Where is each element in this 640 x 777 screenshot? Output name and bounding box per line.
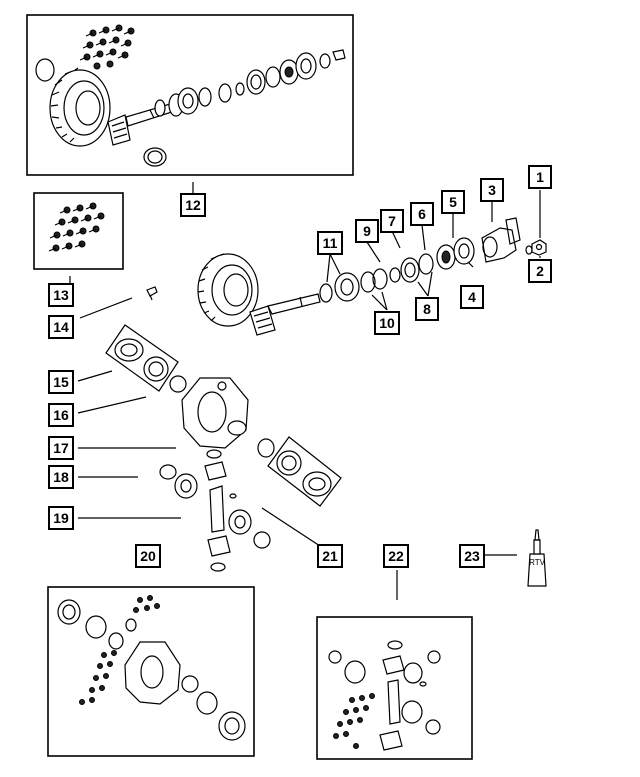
shim-right-icon (257, 438, 275, 458)
leader-lines (69, 182, 541, 600)
washer-2-icon (525, 245, 533, 255)
differential-kit-box (47, 586, 255, 757)
svg-text:15: 15 (53, 374, 69, 390)
callout-6: 6 (410, 202, 434, 226)
callout-20: 20 (135, 544, 161, 568)
svg-text:13: 13 (53, 287, 69, 303)
callout-18: 18 (48, 465, 74, 489)
callout-2: 2 (528, 259, 552, 283)
kit-ring-gear-icon (49, 67, 111, 147)
ring-gear-icon (197, 253, 259, 327)
svg-text:17: 17 (53, 440, 69, 456)
svg-text:2: 2 (536, 263, 544, 279)
callout-3: 3 (480, 178, 504, 202)
svg-text:8: 8 (423, 301, 431, 317)
callout-5: 5 (441, 190, 465, 214)
svg-text:12: 12 (185, 197, 201, 213)
rtv-sealant-tube-icon: RTV (527, 529, 547, 587)
outer-bearing-icon (400, 253, 434, 283)
svg-text:11: 11 (323, 235, 338, 251)
differential-case-icon (181, 377, 249, 449)
svg-text:20: 20 (140, 548, 156, 564)
svg-text:9: 9 (363, 223, 371, 239)
callout-12: 12 (180, 193, 206, 217)
callout-7: 7 (380, 209, 404, 233)
svg-text:7: 7 (388, 213, 396, 229)
side-gears-icon (159, 449, 271, 572)
callout-1: 1 (528, 165, 552, 189)
oil-seal-icon (436, 237, 475, 270)
callout-10: 10 (374, 311, 400, 335)
case-bearing-kit-right (267, 436, 342, 507)
svg-text:1: 1 (536, 169, 544, 185)
svg-text:14: 14 (53, 319, 69, 335)
callout-14: 14 (48, 315, 74, 339)
svg-text:3: 3 (488, 182, 496, 198)
svg-text:23: 23 (464, 548, 480, 564)
pinion-bearing-icon (319, 272, 360, 303)
svg-text:18: 18 (53, 469, 69, 485)
callout-15: 15 (48, 370, 74, 394)
callout-17: 17 (48, 436, 74, 460)
callout-19: 19 (48, 506, 74, 530)
svg-text:21: 21 (322, 548, 338, 564)
ring-pinion-kit-box (26, 14, 354, 176)
svg-text:5: 5 (449, 194, 457, 210)
callout-13: 13 (48, 283, 74, 307)
svg-text:4: 4 (468, 289, 476, 305)
callout-22: 22 (383, 544, 409, 568)
stud-icon (146, 286, 158, 301)
callout-9: 9 (355, 219, 379, 243)
svg-text:19: 19 (53, 510, 69, 526)
case-bearing-kit-left (105, 324, 179, 392)
callout-21: 21 (317, 544, 343, 568)
rtv-label: RTV (529, 558, 546, 567)
differential-gear-kit-box (316, 616, 473, 760)
pinion-nut-icon (531, 239, 547, 256)
shim-left-icon (169, 375, 187, 393)
shim-washers-icon (360, 267, 401, 293)
callout-8: 8 (415, 297, 439, 321)
svg-text:10: 10 (379, 315, 395, 331)
svg-text:22: 22 (388, 548, 404, 564)
callout-16: 16 (48, 403, 74, 427)
svg-text:6: 6 (418, 206, 426, 222)
kit-bolts-icon (79, 24, 135, 70)
bolt-kit-box (33, 192, 124, 270)
yoke-icon (481, 217, 521, 263)
svg-text:16: 16 (53, 407, 69, 423)
pinion-gear-icon (249, 293, 321, 336)
callout-11: 11 (317, 231, 343, 255)
callout-4: 4 (460, 285, 484, 309)
callout-23: 23 (459, 544, 485, 568)
